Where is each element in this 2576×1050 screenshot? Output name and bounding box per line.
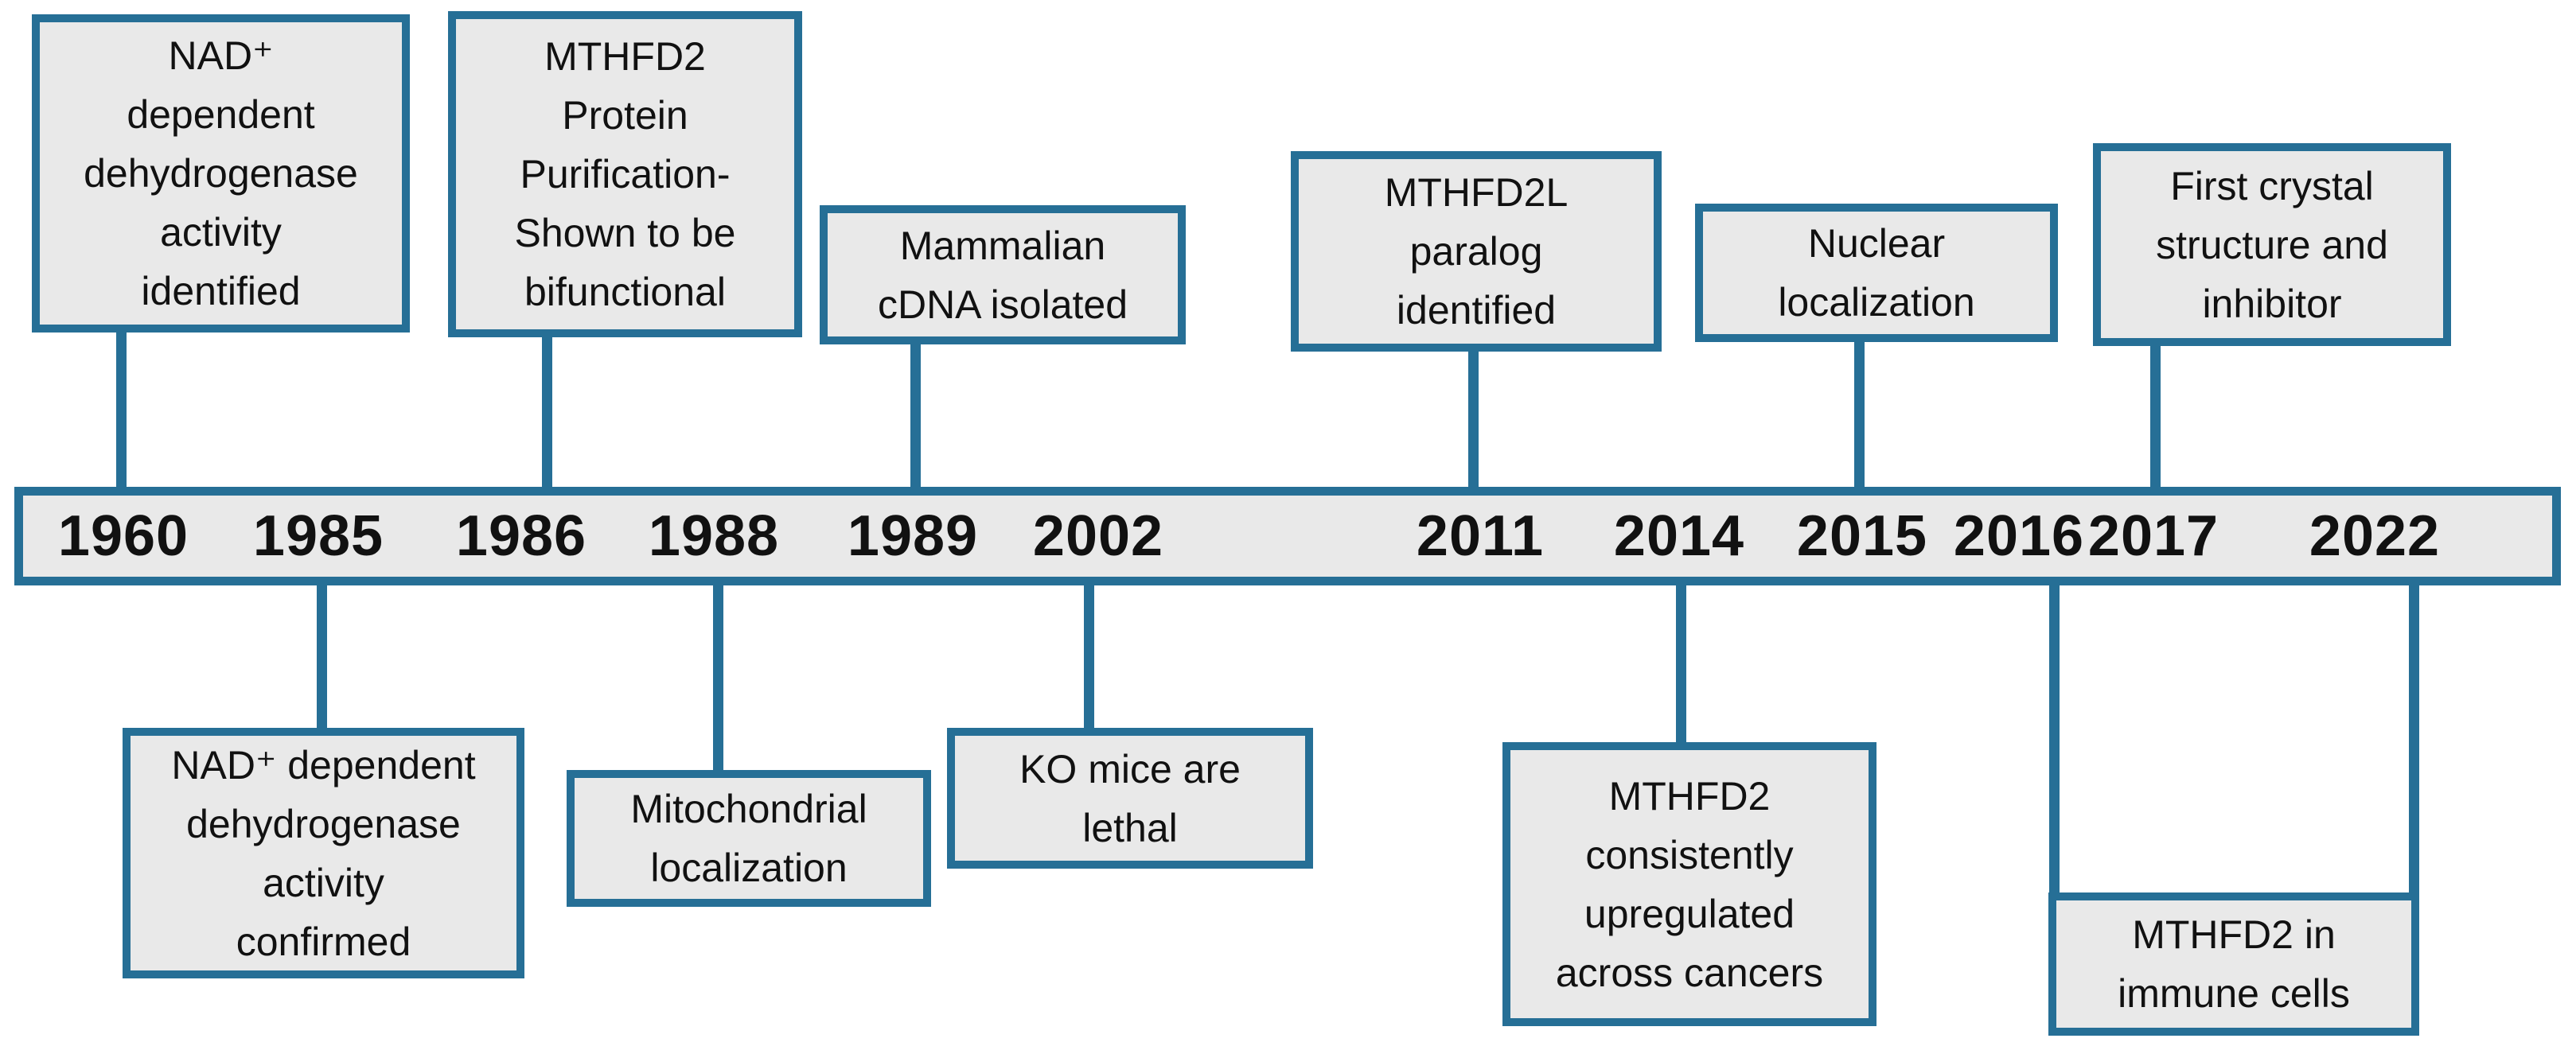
connector-line-1988 [713, 578, 723, 775]
event-text-2016-2022: MTHFD2 in immune cells [2118, 912, 2350, 1016]
connector-line-2015 [1854, 337, 1865, 495]
connector-line-2017 [2150, 341, 2161, 495]
year-label-2016: 2016 [1953, 504, 2085, 568]
event-box-1988: Mitochondrial localization [567, 770, 931, 907]
event-text-2017: First crystal structure and inhibitor [2156, 163, 2388, 326]
event-box-2015: Nuclear localization [1695, 204, 2058, 342]
connector-line-2002 [1084, 578, 1094, 733]
event-box-2002: KO mice are lethal [947, 728, 1313, 869]
connector-line-2014 [1676, 578, 1686, 747]
year-label-1989: 1989 [847, 504, 979, 568]
connector-line-1989 [910, 340, 921, 495]
year-label-2015: 2015 [1796, 504, 1928, 568]
year-label-2002: 2002 [1032, 504, 1164, 568]
event-text-1988: Mitochondrial localization [630, 787, 867, 890]
event-text-2014: MTHFD2 consistently upregulated across c… [1555, 773, 1824, 995]
event-box-2017: First crystal structure and inhibitor [2093, 143, 2451, 346]
year-label-2014: 2014 [1613, 504, 1745, 568]
year-label-1988: 1988 [648, 504, 780, 568]
year-label-2022: 2022 [2309, 504, 2441, 568]
year-label-2017: 2017 [2087, 504, 2219, 568]
event-box-2011: MTHFD2L paralog identified [1291, 151, 1662, 352]
connector-line-1985 [317, 578, 327, 733]
year-label-1986: 1986 [455, 504, 587, 568]
event-box-2014: MTHFD2 consistently upregulated across c… [1502, 742, 1876, 1026]
event-box-1985: NAD⁺ dependent dehydrogenase activity co… [123, 728, 524, 978]
event-text-1989: Mammalian cDNA isolated [877, 223, 1128, 327]
year-label-1960: 1960 [57, 504, 189, 568]
event-text-1986: MTHFD2 Protein Purification- Shown to be… [514, 34, 736, 314]
event-box-1989: Mammalian cDNA isolated [820, 205, 1186, 344]
year-label-2011: 2011 [1416, 504, 1545, 568]
connector-line-2016-2022 [2049, 578, 2060, 897]
event-box-1960: NAD⁺ dependent dehydrogenase activity id… [32, 14, 410, 332]
connector-line-1986 [542, 332, 552, 495]
event-text-2011: MTHFD2L paralog identified [1384, 170, 1569, 332]
event-text-2015: Nuclear localization [1778, 221, 1975, 325]
connector-line-2011 [1468, 347, 1479, 495]
event-text-2002: KO mice are lethal [1019, 746, 1241, 850]
event-box-1986: MTHFD2 Protein Purification- Shown to be… [448, 11, 802, 337]
year-label-1985: 1985 [252, 504, 384, 568]
connector-line-2016-2022 [2409, 578, 2419, 897]
connector-line-1960 [116, 328, 127, 495]
timeline-bar [14, 487, 2561, 585]
event-text-1985: NAD⁺ dependent dehydrogenase activity co… [171, 742, 476, 964]
event-box-2016-2022: MTHFD2 in immune cells [2048, 892, 2419, 1036]
event-text-1960: NAD⁺ dependent dehydrogenase activity id… [84, 33, 358, 313]
